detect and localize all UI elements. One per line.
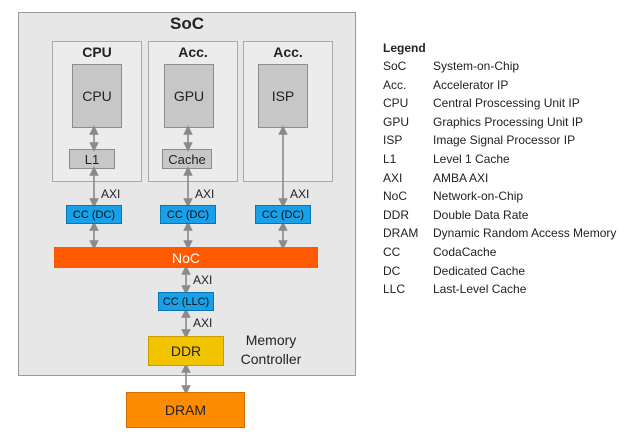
cpu-core: CPU bbox=[72, 64, 122, 128]
legend-desc: Dedicated Cache bbox=[433, 263, 526, 278]
legend-abbr: AXI bbox=[383, 170, 403, 185]
legend-desc: Graphics Processing Unit IP bbox=[433, 114, 584, 129]
legend-abbr: DRAM bbox=[383, 226, 419, 241]
gpu-cluster-title: Acc. bbox=[178, 44, 208, 60]
legend-desc: Accelerator IP bbox=[433, 77, 509, 92]
legend-abbr: NoC bbox=[383, 189, 408, 204]
legend-desc: Network-on-Chip bbox=[433, 189, 524, 204]
axi-label-cpu: AXI bbox=[101, 187, 121, 201]
legend-abbr: SoC bbox=[383, 59, 407, 73]
legend-desc: CodaCache bbox=[433, 245, 497, 259]
isp-cluster-title: Acc. bbox=[273, 44, 303, 60]
legend-abbr: LLC bbox=[383, 282, 406, 297]
legend-desc: Central Proscessing Unit IP bbox=[433, 96, 580, 111]
cc-dc-isp: CC (DC) bbox=[255, 205, 311, 224]
cc-dc-cpu: CC (DC) bbox=[66, 205, 122, 224]
axi-label-noc-llc: AXI bbox=[193, 273, 213, 287]
cc-dc-gpu: CC (DC) bbox=[160, 205, 216, 224]
legend-abbr: L1 bbox=[383, 152, 397, 166]
legend-desc: AMBA AXI bbox=[433, 170, 489, 185]
isp-core: ISP bbox=[258, 64, 308, 128]
legend-desc: Last-Level Cache bbox=[433, 282, 527, 297]
axi-label-llc-ddr: AXI bbox=[193, 316, 213, 330]
noc-bar: NoC bbox=[54, 247, 318, 268]
cc-llc-block: CC (LLC) bbox=[158, 292, 214, 311]
soc-title: SoC bbox=[170, 14, 204, 33]
dram-block: DRAM bbox=[126, 392, 245, 428]
memory-controller-label: Memory Controller bbox=[240, 332, 302, 367]
legend-desc: Dynamic Random Access Memory bbox=[433, 226, 617, 241]
legend-abbr: DC bbox=[383, 263, 401, 278]
legend-desc: Image Signal Processor IP bbox=[433, 133, 576, 148]
legend-desc: Double Data Rate bbox=[433, 207, 529, 222]
legend-abbr: GPU bbox=[383, 114, 410, 129]
legend-abbr: DDR bbox=[383, 207, 409, 222]
legend-desc: System-on-Chip bbox=[433, 59, 520, 73]
legend-abbr: CPU bbox=[383, 96, 409, 111]
axi-label-gpu: AXI bbox=[195, 187, 215, 201]
legend-abbr: ISP bbox=[383, 133, 403, 148]
axi-label-isp: AXI bbox=[290, 187, 310, 201]
cpu-cluster-title: CPU bbox=[82, 44, 112, 60]
ddr-block: DDR bbox=[148, 336, 224, 366]
legend-abbr: Acc. bbox=[383, 77, 407, 92]
legend-desc: Level 1 Cache bbox=[433, 152, 510, 166]
legend-title: Legend bbox=[383, 41, 426, 55]
gpu-core: GPU bbox=[164, 64, 214, 128]
legend-abbr: CC bbox=[383, 245, 401, 259]
